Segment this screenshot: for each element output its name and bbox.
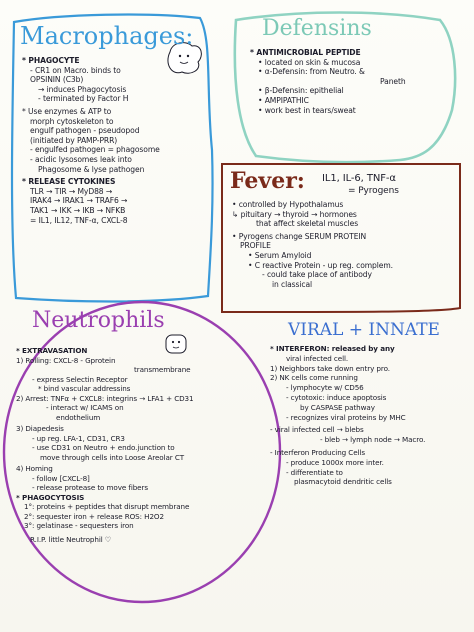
neutro-line: - follow [CXCL-8] <box>32 473 90 483</box>
neutrophil-title: Neutrophils <box>32 308 165 333</box>
macrophage-doodle <box>167 42 202 74</box>
macro-line: - terminated by Factor H <box>38 94 129 104</box>
neutro-line: - use CD31 on Neutro + endo.junction to <box>32 443 175 452</box>
viral-line: - viral infected cell → blebs <box>270 425 364 435</box>
viral-line: - recognizes viral proteins by MHC <box>286 412 406 422</box>
viral-line: by CASPASE pathway <box>300 402 375 412</box>
viral-title: VIRAL + INNATE <box>288 320 440 340</box>
viral-line: - cytotoxic: induce apoptosis <box>286 392 387 402</box>
viral-line: 2) NK cells come running <box>270 373 358 383</box>
defensin-notes: * ANTIMICROBIAL PEPTIDE • located on ski… <box>250 48 406 115</box>
neutro-line: 1) Rolling: CXCL-8 - Gprotein <box>16 355 116 365</box>
defensin-line: * ANTIMICROBIAL PEPTIDE <box>250 48 361 57</box>
fever-line: ↳ pituitary → thyroid → hormones <box>232 209 357 219</box>
neutrophil-frame <box>2 300 282 604</box>
macro-line: - CR1 on Macro. binds to <box>30 65 121 75</box>
macro-line: OPSININ (C3b) <box>30 75 84 85</box>
fever-line: • C reactive Protein - up reg. complem. <box>248 260 393 270</box>
macro-line: IRAK4 → IRAK1 → TRAF6 → <box>30 196 128 206</box>
fever-line: • controlled by Hypothalamus <box>232 200 344 209</box>
defensin-line: • β-Defensin: epithelial <box>258 86 344 96</box>
macro-line: → induces Phagocytosis <box>38 84 127 94</box>
defensin-title: Defensins <box>262 16 372 41</box>
neutro-line: - interact w/ ICAMS on <box>46 403 124 412</box>
fever-subtitle: IL1, IL-6, TNF-α <box>322 173 396 184</box>
fever-line: that affect skeletal muscles <box>256 219 359 229</box>
viral-line: - Interferon Producing Cells <box>270 447 365 457</box>
neutro-line: 2) Arrest: TNFα + CXCL8: integrins → LFA… <box>16 393 194 403</box>
neutro-line: * bind vascular addressins <box>38 384 131 393</box>
neutro-line: * PHAGOCYTOSIS <box>16 492 85 502</box>
macro-line: morph cytoskeleton to <box>30 116 114 126</box>
defensin-line: • AMPIPATHIC <box>258 95 309 105</box>
macro-line: * Use enzymes & ATP to <box>22 106 112 116</box>
neutro-line: 3°: gelatinase - sequesters iron <box>24 521 134 530</box>
fever-line: PROFILE <box>240 241 271 251</box>
neutro-line: - up reg. LFA-1, CD31, CR3 <box>32 433 125 443</box>
fever-line: in classical <box>272 279 313 289</box>
neutro-line: move through cells into Loose Areolar CT <box>40 452 185 462</box>
neutro-line: * EXTRAVASATION <box>16 346 88 355</box>
neutro-line: 2°: sequester iron + release ROS: H2O2 <box>24 511 164 521</box>
macro-line: Phagosome & lyse pathogen <box>38 164 145 174</box>
fever-line: • Pyrogens change SERUM PROTEIN <box>232 231 367 241</box>
macro-line: - engulfed pathogen = phagosome <box>30 145 160 155</box>
neutro-line: 3) Diapedesis <box>16 424 64 433</box>
neutro-line: - release protease to move fibers <box>32 483 148 492</box>
neutro-line: R.I.P. little Neutrophil ♡ <box>30 534 112 544</box>
defensin-line: Paneth <box>380 76 406 86</box>
macrophage-frame <box>10 13 214 303</box>
viral-line: 1) Neighbors take down entry pro. <box>270 363 390 373</box>
fever-subtitle-2: = Pyrogens <box>348 186 399 196</box>
fever-title: Fever: <box>230 168 305 194</box>
neutrophil-notes: * EXTRAVASATION 1) Rolling: CXCL-8 - Gpr… <box>16 346 194 544</box>
fever-frame <box>221 163 461 313</box>
macrophage-notes: * PHAGOCYTE - CR1 on Macro. binds to OPS… <box>22 56 160 225</box>
fever-line: • Serum Amyloid <box>248 250 312 260</box>
macro-line: TLR → TIR → MyD88 → <box>30 186 113 196</box>
macro-line: (initiated by PAMP-PRR) <box>30 135 118 145</box>
fever-line: - could take place of antibody <box>262 270 372 280</box>
macro-line: engulf pathogen - pseudopod <box>30 126 140 136</box>
neutro-line: 1°: proteins + peptides that disrupt mem… <box>24 502 190 511</box>
neutro-line: endothelium <box>56 412 101 422</box>
neutrophil-doodle <box>165 334 187 354</box>
macro-line: TAK1 → IKK → IKB → NFKB <box>30 205 126 215</box>
defensin-line: • located on skin & mucosa <box>258 57 361 67</box>
viral-line: - produce 1000x more inter. <box>286 457 384 467</box>
fever-notes: • controlled by Hypothalamus ↳ pituitary… <box>232 200 393 289</box>
macrophage-title: Macrophages: <box>20 22 194 50</box>
viral-notes: * INTERFERON: released by any viral infe… <box>270 344 425 487</box>
viral-line: - differentiate to <box>286 467 343 477</box>
macro-line: * PHAGOCYTE <box>22 56 80 65</box>
viral-line: plasmacytoid dendritic cells <box>294 477 392 487</box>
neutro-line: 4) Homing <box>16 464 53 473</box>
neutro-line: - express Selectin Receptor <box>32 374 128 384</box>
viral-line: * INTERFERON: released by any <box>270 344 395 353</box>
defensin-line: • work best in tears/sweat <box>258 105 356 115</box>
viral-line: - bleb → lymph node → Macro. <box>320 435 426 445</box>
defensin-frame <box>233 11 457 164</box>
viral-line: - lymphocyte w/ CD56 <box>286 383 364 393</box>
macro-line: - acidic lysosomes leak into <box>30 154 132 164</box>
macro-line: = IL1, IL12, TNF-α, CXCL-8 <box>30 215 128 225</box>
neutro-line: transmembrane <box>134 365 191 374</box>
defensin-line: • α-Defensin: from Neutro. & <box>258 67 365 77</box>
viral-line: viral infected cell. <box>286 353 349 363</box>
macro-line: * RELEASE CYTOKINES <box>22 177 116 187</box>
